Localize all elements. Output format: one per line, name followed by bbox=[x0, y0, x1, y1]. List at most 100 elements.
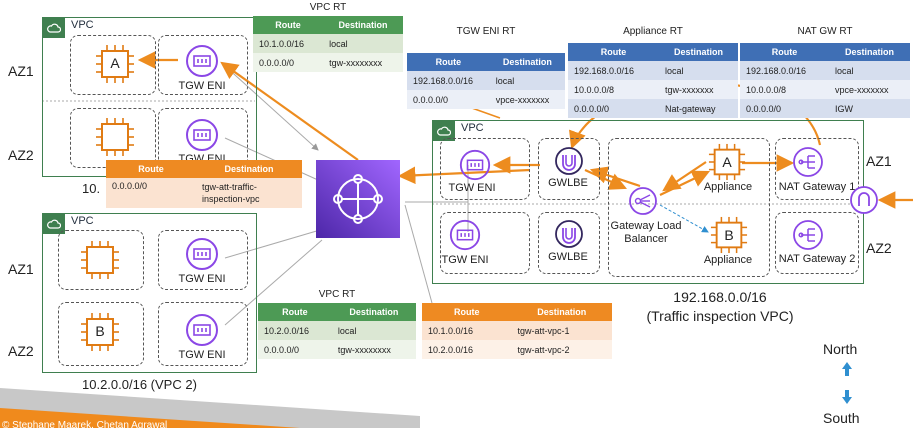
rt-header: Route bbox=[138, 164, 164, 174]
appliance-a-label: Appliance bbox=[703, 181, 753, 193]
rt-header: Destination bbox=[674, 47, 724, 57]
rt-cell: 0.0.0.0/0 bbox=[574, 103, 610, 114]
footer-band bbox=[0, 388, 420, 428]
transit-gateway-icon[interactable] bbox=[316, 160, 400, 238]
appliance-rt-title: Appliance RT bbox=[623, 26, 683, 37]
vpc-cloud-icon bbox=[433, 121, 455, 141]
internet-gateway-icon[interactable] bbox=[849, 185, 879, 215]
inspection-gwlbe-subnet-az2 bbox=[538, 212, 600, 274]
instance-a-letter: A bbox=[110, 55, 120, 71]
tgw-attachment-route-table: Route Destination 0.0.0.0/0 tgw-att-traf… bbox=[106, 160, 302, 208]
network-interface-icon[interactable] bbox=[458, 148, 492, 182]
natgw-rt-title: NAT GW RT bbox=[797, 26, 853, 37]
rt-header: Destination bbox=[537, 307, 587, 317]
vpc1-az1-subnet-left bbox=[70, 35, 156, 95]
inspection-az2-label: AZ2 bbox=[866, 240, 892, 256]
compass-north: North bbox=[823, 341, 858, 357]
vpc1-tgw-eni-az2-label: TGW ENI bbox=[178, 153, 226, 165]
vpc1-label: VPC bbox=[71, 19, 94, 31]
vpc2-tgw-eni-az1-label: TGW ENI bbox=[178, 273, 226, 285]
rt-cell: 192.168.0.0/16 bbox=[574, 65, 635, 76]
ec2-instance-icon[interactable] bbox=[95, 117, 135, 157]
ec2-instance-icon[interactable] bbox=[80, 312, 120, 352]
rt-header: Route bbox=[771, 47, 798, 57]
inspection-nat-subnet-az2 bbox=[775, 212, 859, 274]
rt-cell: Nat-gateway bbox=[665, 103, 716, 114]
inspection-tgw-eni-az1-label: TGW ENI bbox=[448, 182, 496, 194]
vpc1-az2-label: AZ2 bbox=[8, 147, 34, 163]
nat-gateway-1-label: NAT Gateway 1 bbox=[778, 181, 856, 193]
gateway-load-balancer-icon[interactable] bbox=[628, 186, 658, 216]
vpc2-az1-subnet-right bbox=[158, 230, 248, 290]
natgw-route-table: Route Destination 192.168.0.0/16 local 1… bbox=[740, 43, 910, 118]
rt-header: Destination bbox=[502, 57, 552, 67]
north-south-arrows-icon bbox=[842, 362, 852, 404]
network-interface-icon[interactable] bbox=[184, 117, 220, 153]
gateway-load-balancer-endpoint-icon[interactable] bbox=[554, 219, 584, 249]
rt-cell: 0.0.0.0/0 bbox=[259, 57, 295, 68]
vpc2-az2-subnet-left bbox=[58, 302, 144, 366]
appliance-b-letter: B bbox=[724, 227, 734, 243]
appliance-instance-icon[interactable] bbox=[710, 216, 748, 254]
network-interface-icon[interactable] bbox=[184, 236, 220, 272]
ec2-instance-icon[interactable] bbox=[80, 240, 120, 280]
inspection-appliance-subnet bbox=[608, 138, 770, 277]
rt-header: Route bbox=[600, 47, 627, 57]
appliance-route-table: Route Destination 192.168.0.0/16 local 1… bbox=[568, 43, 738, 118]
rt-cell: local bbox=[835, 65, 854, 76]
ec2-instance-icon[interactable] bbox=[95, 44, 135, 84]
inspection-nat-subnet-az1 bbox=[775, 138, 859, 200]
rt-header: Route bbox=[435, 57, 462, 67]
appliance-a-letter: A bbox=[722, 154, 732, 170]
vpc1-cidr-label: 10. bbox=[82, 181, 101, 196]
rt-header: Destination bbox=[845, 47, 895, 57]
rt-cell: 10.2.0.0/16 bbox=[264, 325, 310, 336]
vpc1-az1-subnet-right bbox=[158, 35, 248, 95]
vpc1-container: VPC bbox=[42, 17, 257, 177]
rt-cell: tgw-xxxxxxx bbox=[665, 84, 714, 95]
inspection-eni-subnet-az2 bbox=[440, 212, 530, 274]
rt-cell: 0.0.0.0/0 bbox=[746, 103, 782, 114]
inspection-gwlbe-subnet-az1 bbox=[538, 138, 600, 200]
rt-cell: tgw-att-traffic-inspection-vpc bbox=[202, 182, 260, 204]
rt-cell: local bbox=[337, 325, 357, 336]
rt-cell: local bbox=[495, 75, 515, 86]
appliance-instance-icon[interactable] bbox=[708, 143, 746, 181]
nat-gateway-icon[interactable] bbox=[792, 146, 824, 178]
rt-cell: local bbox=[665, 65, 684, 76]
instance-b-letter: B bbox=[95, 323, 105, 339]
nat-gateway-2-label: NAT Gateway 2 bbox=[778, 253, 856, 265]
gwlbe-az2-label: GWLBE bbox=[548, 251, 588, 263]
rt-header: Destination bbox=[224, 164, 274, 174]
rt-cell: vpce-xxxxxxx bbox=[835, 84, 889, 95]
network-interface-icon[interactable] bbox=[184, 43, 220, 79]
rt-cell: 192.168.0.0/16 bbox=[413, 75, 474, 86]
gwlb-label: Gateway Load Balancer bbox=[610, 220, 682, 245]
appliance-b-label: Appliance bbox=[703, 254, 753, 266]
network-interface-icon[interactable] bbox=[448, 218, 482, 252]
nat-gateway-icon[interactable] bbox=[792, 219, 824, 251]
compass-south: South bbox=[823, 410, 860, 426]
rt-cell: 0.0.0.0/0 bbox=[413, 94, 449, 105]
vpc2-container: VPC bbox=[42, 213, 257, 373]
rt-cell: tgw-xxxxxxxx bbox=[337, 344, 391, 355]
network-interface-icon[interactable] bbox=[184, 312, 220, 348]
rt-header: Route bbox=[454, 307, 480, 317]
rt-cell: 10.0.0.0/8 bbox=[746, 84, 787, 95]
vpc1-route-table: Route Destination 10.1.0.0/16 local 0.0.… bbox=[253, 16, 403, 72]
rt-header: Route bbox=[275, 20, 301, 30]
inspection-eni-subnet-az1 bbox=[440, 138, 530, 200]
rt-cell: tgw-att-vpc-2 bbox=[517, 344, 570, 355]
vpc2-az1-label: AZ1 bbox=[8, 261, 34, 277]
rt-header: Route bbox=[282, 307, 308, 317]
gateway-load-balancer-endpoint-icon[interactable] bbox=[554, 146, 584, 176]
footer-credit: © Stephane Maarek, Chetan Agrawal bbox=[2, 420, 168, 431]
inspection-vpc-cidr: 192.168.0.0/16 bbox=[673, 289, 767, 305]
rt-header: Destination bbox=[338, 20, 388, 30]
vpc2-rt-title: VPC RT bbox=[318, 289, 356, 300]
vpc2-route-table: Route Destination 10.2.0.0/16 local 0.0.… bbox=[258, 303, 416, 359]
rt-cell: tgw-xxxxxxxx bbox=[329, 57, 383, 68]
inspection-az1-label: AZ1 bbox=[866, 153, 892, 169]
gwlbe-az1-label: GWLBE bbox=[548, 177, 588, 189]
